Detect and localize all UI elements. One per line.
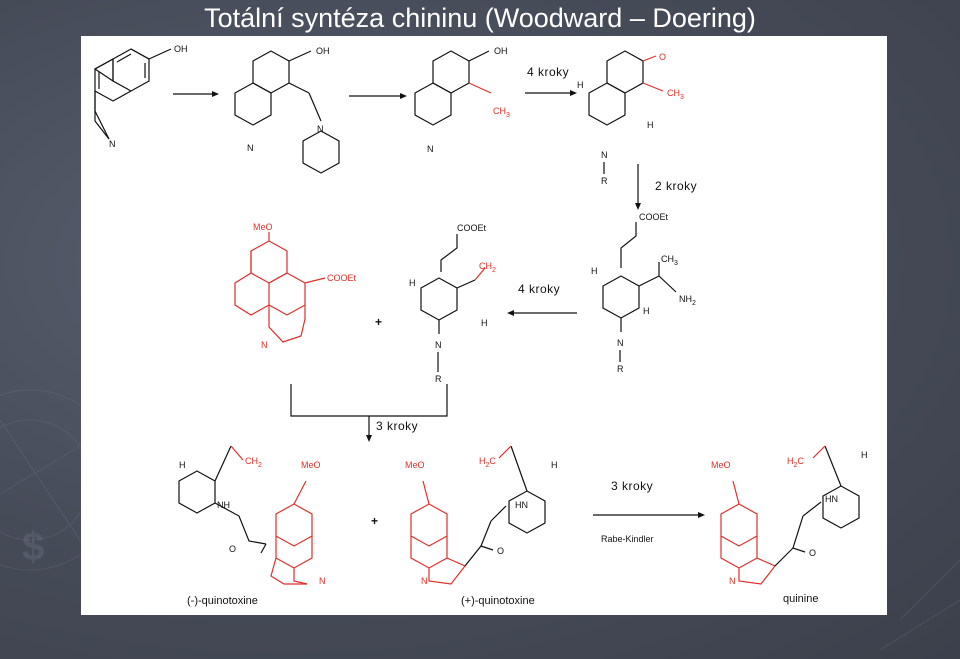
step-label-3-steps: 3 kroky (376, 419, 418, 433)
svg-text:$: $ (22, 525, 44, 569)
compound-label-quinine: quinine (783, 593, 818, 605)
ch2-label: CH2 (245, 456, 262, 469)
slide-title: Totální syntéza chininu (Woodward – Doer… (204, 3, 756, 33)
step-label-4-steps: 4 kroky (518, 282, 560, 296)
r-label: R (601, 176, 608, 186)
compound-quinoline-ester-ring (234, 251, 306, 343)
h-label: H (861, 450, 868, 460)
compound-mannich-base (234, 50, 340, 174)
n-label: N (617, 338, 624, 348)
reagent-label: Rabe-Kindler (601, 534, 654, 544)
step-label-4-steps: 4 kroky (527, 65, 569, 79)
arrow-1 (173, 91, 219, 97)
compound-vinyl-piperidine (420, 234, 486, 334)
o-label: O (809, 548, 816, 558)
reaction-scheme: OH N OH N N OH N CH3 4 kroky (93, 44, 868, 607)
arrow-2 (349, 93, 407, 99)
oh-label: OH (494, 46, 508, 56)
meo-label: MeO (405, 460, 425, 470)
compound-label-minus-quinotoxine: (-)-quinotoxine (187, 595, 258, 607)
n-label: N (435, 340, 442, 350)
meo-label: MeO (253, 222, 273, 232)
n-label: N (109, 139, 116, 149)
meo-label: MeO (301, 460, 321, 470)
arrow-down-2 (366, 435, 372, 442)
arrow-3 (525, 90, 577, 96)
plus-sign: + (371, 514, 379, 528)
arrow-down-1 (635, 164, 641, 210)
n-label: N (601, 150, 608, 160)
ch3-label: CH3 (661, 254, 678, 267)
meo-label: MeO (711, 460, 731, 470)
n-label: N (427, 144, 434, 154)
nh-label: NH (217, 500, 230, 510)
compound-isoquinolinol-lower (94, 91, 110, 140)
n-label: N (261, 340, 268, 350)
n-label: N (421, 576, 428, 586)
h-label: H (591, 266, 598, 276)
nh2-label: NH2 (679, 294, 696, 307)
step-label-3-steps: 3 kroky (611, 479, 653, 493)
o-label: O (497, 546, 504, 556)
h-label: H (481, 318, 488, 328)
n-label: N (247, 143, 254, 153)
h-label: H (647, 120, 654, 130)
h2c-label: H2C (787, 456, 804, 469)
bracket-arrow (290, 384, 448, 438)
ch3-label: CH3 (667, 88, 684, 101)
compound-aminopiperidine (602, 222, 677, 332)
hn-label: HN (515, 500, 528, 510)
cooet-label: COOEt (639, 212, 669, 222)
o-label: O (659, 52, 666, 62)
h2c-label: H2C (479, 456, 496, 469)
compound-quinine (720, 445, 860, 585)
h-label: H (409, 278, 416, 288)
hn-label: HN (825, 494, 838, 504)
cooet-label: COOEt (457, 223, 487, 233)
compound-minus-quinotoxine (178, 445, 313, 585)
n-label: N (319, 576, 326, 586)
compound-methyl-isoquinolinol (414, 50, 492, 126)
cooet-label: COOEt (327, 273, 357, 283)
o-label: O (229, 544, 236, 554)
ch3-label: CH3 (493, 106, 510, 119)
compound-label-plus-quinotoxine: (+)-quinotoxine (461, 595, 535, 607)
step-label-2-steps: 2 kroky (655, 179, 697, 193)
n-label: N (729, 576, 736, 586)
compound-decahydroisoquinolinone (588, 50, 664, 126)
h-label: H (643, 306, 650, 316)
r-label: R (617, 364, 624, 374)
reaction-scheme-panel: OH N OH N N OH N CH3 4 kroky (81, 36, 887, 615)
r-label: R (435, 374, 442, 384)
ch2-label: CH2 (479, 261, 496, 274)
n-label: N (317, 124, 324, 134)
oh-label: OH (174, 44, 188, 54)
plus-sign: + (375, 315, 383, 329)
oh-label: OH (316, 46, 330, 56)
compound-quinoline-ester (250, 232, 326, 316)
h-label: H (551, 460, 558, 470)
arrow-left (507, 310, 577, 316)
h-label: H (577, 80, 584, 90)
compound-plus-quinotoxine (410, 445, 546, 585)
h-label: H (179, 460, 186, 470)
arrow-4 (593, 512, 705, 518)
